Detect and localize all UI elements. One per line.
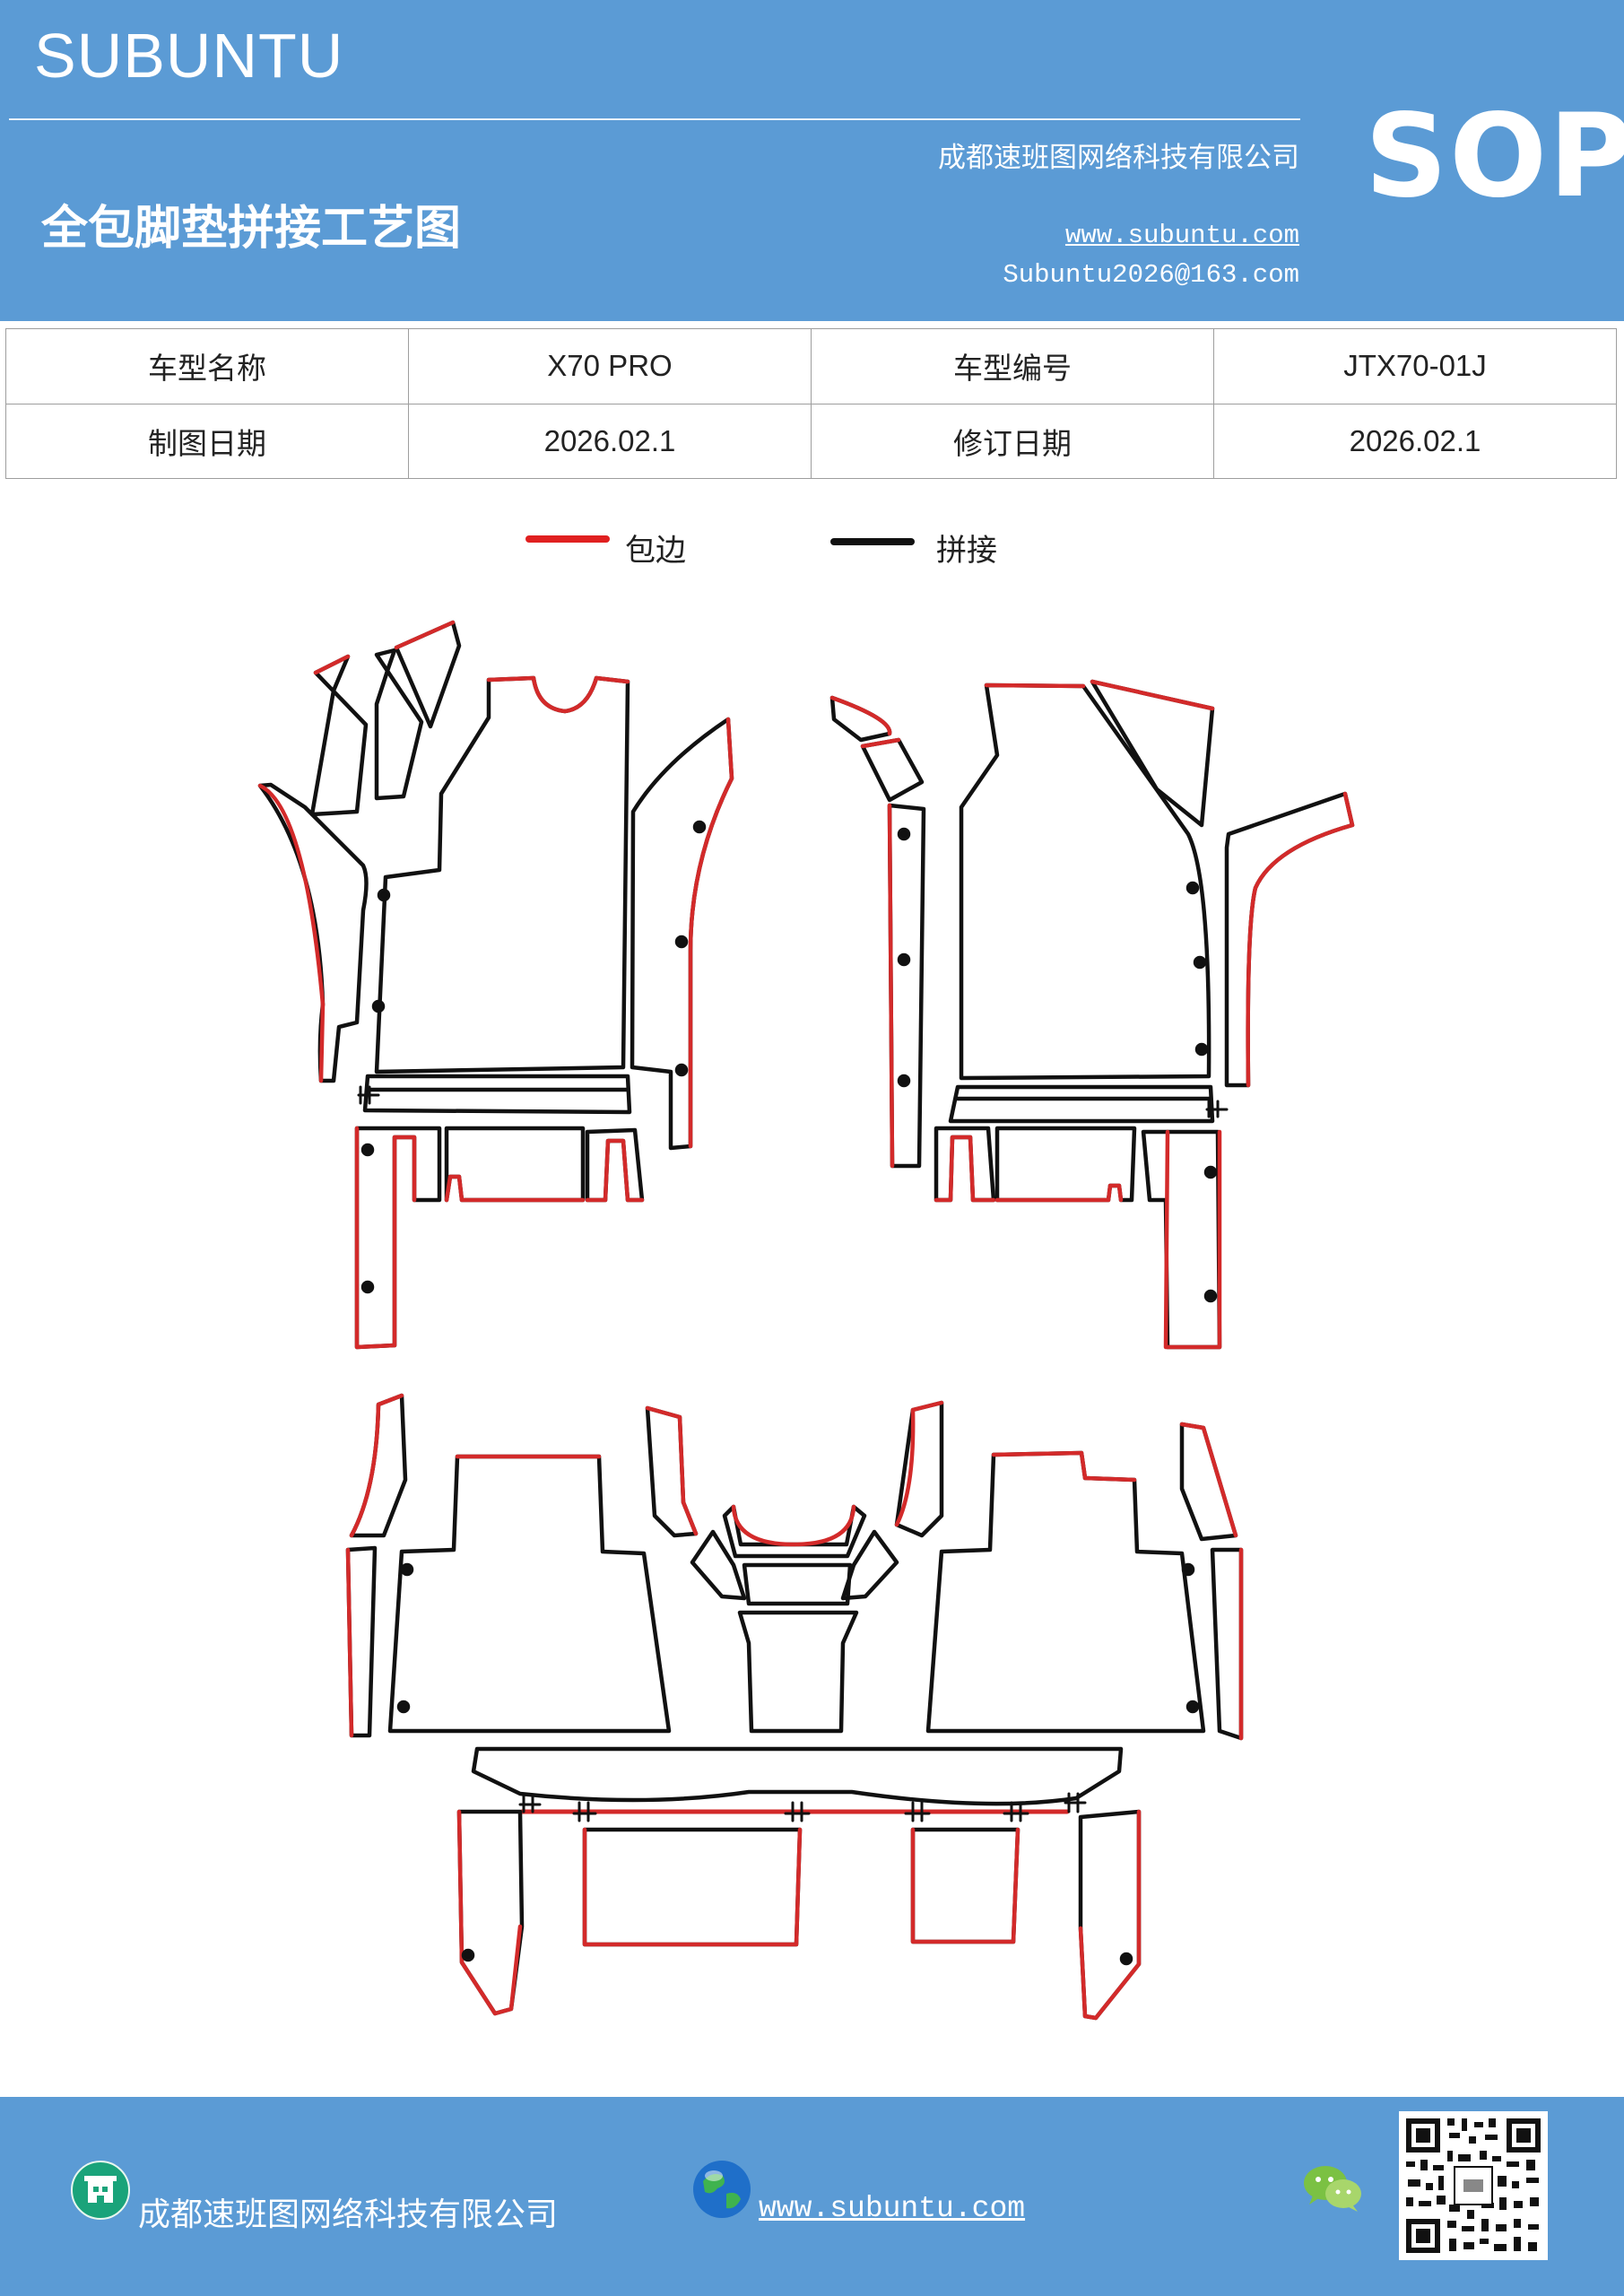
model-name-value: X70 PRO	[408, 328, 812, 404]
globe-icon	[693, 2161, 751, 2218]
model-no-value: JTX70-01J	[1213, 328, 1617, 404]
footer-website-link[interactable]: www.subuntu.com	[759, 2192, 1026, 2225]
draw-date-value: 2026.02.1	[408, 403, 812, 479]
legend-edge-label: 包边	[625, 533, 686, 569]
table-row: 车型名称 X70 PRO 车型编号 JTX70-01J	[5, 328, 1617, 404]
table-row: 制图日期 2026.02.1 修订日期 2026.02.1	[5, 403, 1617, 479]
header-banner	[0, 0, 1624, 321]
model-no-label: 车型编号	[811, 328, 1214, 404]
brand-name: SUBUNTU	[34, 21, 344, 91]
document-title: 全包脚垫拼接工艺图	[41, 201, 462, 256]
vehicle-info-table: 车型名称 X70 PRO 车型编号 JTX70-01J 制图日期 2026.02…	[5, 328, 1617, 479]
wechat-icon	[1304, 2166, 1361, 2212]
floor-mat-diagram	[257, 620, 1355, 2021]
header-company: 成都速班图网络科技有限公司	[938, 142, 1299, 174]
header-email: Subuntu2026@163.com	[1003, 260, 1299, 290]
front-right-mat-group	[829, 679, 1355, 1350]
front-left-mat-group	[257, 620, 734, 1350]
qr-code-pattern	[1399, 2111, 1548, 2260]
draw-date-label: 制图日期	[5, 403, 409, 479]
model-name-label: 车型名称	[5, 328, 409, 404]
revise-date-label: 修订日期	[811, 403, 1214, 479]
building-icon	[71, 2161, 130, 2220]
header-website-link[interactable]: www.subuntu.com	[1064, 221, 1299, 250]
rear-mat-group	[345, 1393, 1244, 2021]
footer-company: 成都速班图网络科技有限公司	[138, 2196, 559, 2233]
revise-date-value: 2026.02.1	[1213, 403, 1617, 479]
legend-join-swatch	[830, 538, 915, 545]
qr-code	[1399, 2111, 1548, 2260]
header-divider	[9, 118, 1300, 120]
sop-badge: SOP	[1365, 90, 1624, 223]
legend-edge-swatch	[525, 535, 610, 543]
legend-join-label: 拼接	[936, 533, 997, 569]
